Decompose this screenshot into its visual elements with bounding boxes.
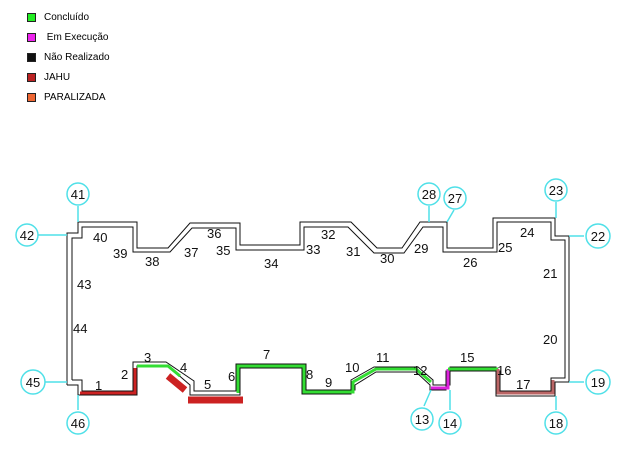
legend-swatch [27, 73, 36, 82]
segment-label: 32 [321, 227, 335, 242]
legend-label: Em Execução [44, 32, 109, 43]
callout-22: 22 [585, 223, 611, 249]
segment-label: 16 [497, 363, 511, 378]
segment-label: 5 [204, 377, 211, 392]
callout-45: 45 [20, 369, 46, 395]
callout-46: 46 [66, 411, 90, 435]
legend-label: Não Realizado [44, 52, 110, 63]
legend-label: JAHU [44, 72, 71, 83]
callout-label: 19 [591, 375, 605, 390]
segment-label: 8 [306, 367, 313, 382]
segment-label: 10 [345, 360, 359, 375]
callout-28: 28 [417, 182, 441, 206]
callout-label: 28 [422, 187, 436, 202]
segment-label: 33 [306, 242, 320, 257]
legend-swatch [27, 13, 36, 22]
callout-connectors [38, 202, 584, 410]
callout-19: 19 [585, 369, 611, 395]
segment-label: 40 [93, 230, 107, 245]
segment-label: 31 [346, 244, 360, 259]
callout-14: 14 [438, 411, 462, 435]
segment-label: 21 [543, 266, 557, 281]
segment-label: 25 [498, 240, 512, 255]
segment-label: 15 [460, 350, 474, 365]
callouts: 41 42 28 27 23 22 45 46 [15, 178, 611, 435]
route-outline-inner [71, 221, 566, 392]
callout-label: 27 [448, 191, 462, 206]
segment-label: 2 [121, 367, 128, 382]
callout-label: 41 [71, 187, 85, 202]
segment-label: 39 [113, 246, 127, 261]
legend-swatch [27, 53, 36, 62]
segment-label: 4 [180, 360, 187, 375]
segment-label: 17 [516, 377, 530, 392]
route-outline [66, 217, 570, 397]
legend-swatch [27, 93, 36, 102]
segment-label: 12 [413, 363, 427, 378]
segment-label: 37 [184, 245, 198, 260]
segment-label: 6 [228, 369, 235, 384]
callout-label: 23 [549, 183, 563, 198]
segment-label: 9 [325, 375, 332, 390]
segment-label: 24 [520, 225, 534, 240]
segment-label: 44 [73, 321, 87, 336]
callout-23: 23 [544, 178, 568, 202]
callout-label: 45 [26, 375, 40, 390]
segment-label: 11 [376, 350, 390, 365]
segment-label: 36 [207, 226, 221, 241]
route-outline-outer [66, 217, 570, 397]
segment-label: 20 [543, 332, 557, 347]
callout-27: 27 [443, 186, 467, 210]
segment-concluido-6-11 [236, 364, 432, 394]
segment-paralizada-16-17 [496, 369, 555, 395]
segment-concluido-3 [137, 364, 181, 378]
callout-42: 42 [15, 223, 39, 247]
segment-label: 3 [144, 350, 151, 365]
callout-label: 42 [20, 228, 34, 243]
legend-label: PARALIZADA [44, 92, 106, 103]
segment-label: 30 [380, 251, 394, 266]
segment-label: 34 [264, 256, 278, 271]
callout-label: 22 [591, 229, 605, 244]
segment-jahu-1-2 [80, 368, 137, 395]
status-overlays [80, 364, 555, 404]
callout-18: 18 [544, 411, 568, 435]
callout-label: 14 [443, 416, 457, 431]
segment-label: 7 [263, 347, 270, 362]
segment-label: 38 [145, 254, 159, 269]
callout-label: 46 [71, 416, 85, 431]
callout-41: 41 [66, 182, 90, 206]
legend-swatch [27, 33, 36, 42]
segment-execucao-13-14 [431, 369, 450, 390]
segment-jahu-4 [165, 373, 188, 393]
callout-label: 13 [415, 412, 429, 427]
segment-label: 1 [95, 378, 102, 393]
callout-label: 18 [549, 416, 563, 431]
segment-label: 35 [216, 243, 230, 258]
segment-label: 26 [463, 255, 477, 270]
segment-label: 29 [414, 241, 428, 256]
callout-13: 13 [410, 407, 434, 431]
segment-labels: 1 2 3 4 5 6 7 8 9 10 11 12 15 16 17 20 2… [73, 225, 557, 393]
legend-label: Concluído [44, 12, 90, 23]
segment-label: 43 [77, 277, 91, 292]
